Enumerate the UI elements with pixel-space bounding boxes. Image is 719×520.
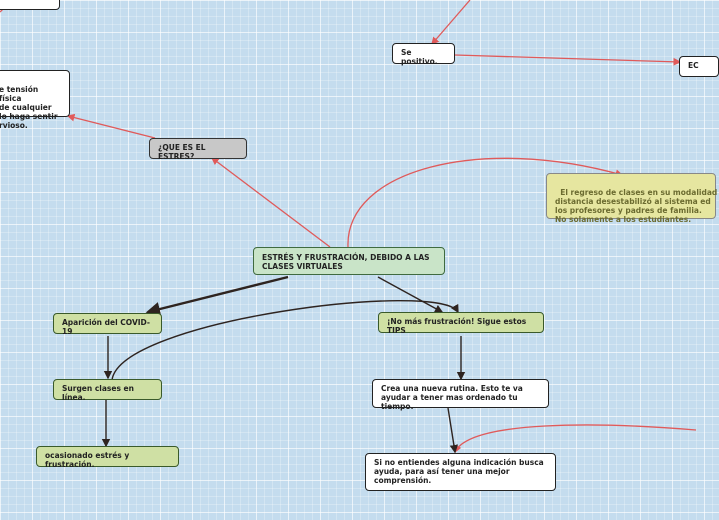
covid-text: Aparición del COVID-19 <box>62 318 151 336</box>
note-text: El regreso de clases en su modalidad dis… <box>555 188 718 224</box>
link-routine-help <box>447 407 459 454</box>
link-right-help <box>454 424 697 454</box>
routine-text: Crea una nueva rutina. Esto te va ayudar… <box>381 384 523 411</box>
positive-text: Se positivo. <box>401 48 438 66</box>
link-question-definition <box>66 113 156 139</box>
node-routine[interactable]: Crea una nueva rutina. Esto te va ayudar… <box>372 379 549 411</box>
node-definition[interactable]: e tensión física de cualquier lo haga se… <box>0 70 70 130</box>
help-text: Si no entiendes alguna indicación busca … <box>374 458 544 485</box>
top-right-text: EC <box>688 61 699 70</box>
link-central-covid <box>145 275 289 317</box>
node-question[interactable]: ¿QUE ES EL ESTRES? <box>149 138 247 161</box>
link-central-question <box>210 157 331 248</box>
tips-text: ¡No más frustración! Sigue estos TIPS <box>387 317 527 335</box>
definition-text: e tensión física de cualquier lo haga se… <box>0 85 58 130</box>
link-positive-right <box>454 54 682 66</box>
node-note[interactable]: El regreso de clases en su modalidad dis… <box>546 173 717 224</box>
node-caused[interactable]: ocasionado estrés y frustración. <box>36 446 179 469</box>
node-central[interactable]: ESTRÉS Y FRUSTRACIÓN, DEBIDO A LAS CLASE… <box>253 247 445 275</box>
node-online[interactable]: Surgen clases en línea. <box>53 379 162 402</box>
node-top-left[interactable] <box>0 0 60 10</box>
link-top-positive <box>431 0 471 45</box>
central-text: ESTRÉS Y FRUSTRACIÓN, DEBIDO A LAS CLASE… <box>262 253 430 271</box>
node-covid[interactable]: Aparición del COVID-19 <box>53 313 162 336</box>
node-positive[interactable]: Se positivo. <box>392 43 455 66</box>
node-tips[interactable]: ¡No más frustración! Sigue estos TIPS <box>378 312 544 335</box>
caused-text: ocasionado estrés y frustración. <box>45 451 130 469</box>
node-top-right[interactable]: EC <box>679 56 719 77</box>
link-central-tips <box>377 276 444 313</box>
connector-layer <box>0 0 697 454</box>
link-central-note <box>347 157 624 248</box>
link-online-tips <box>111 299 459 381</box>
online-text: Surgen clases en línea. <box>62 384 134 402</box>
node-help[interactable]: Si no entiendes alguna indicación busca … <box>365 453 556 491</box>
question-text: ¿QUE ES EL ESTRES? <box>158 143 206 161</box>
